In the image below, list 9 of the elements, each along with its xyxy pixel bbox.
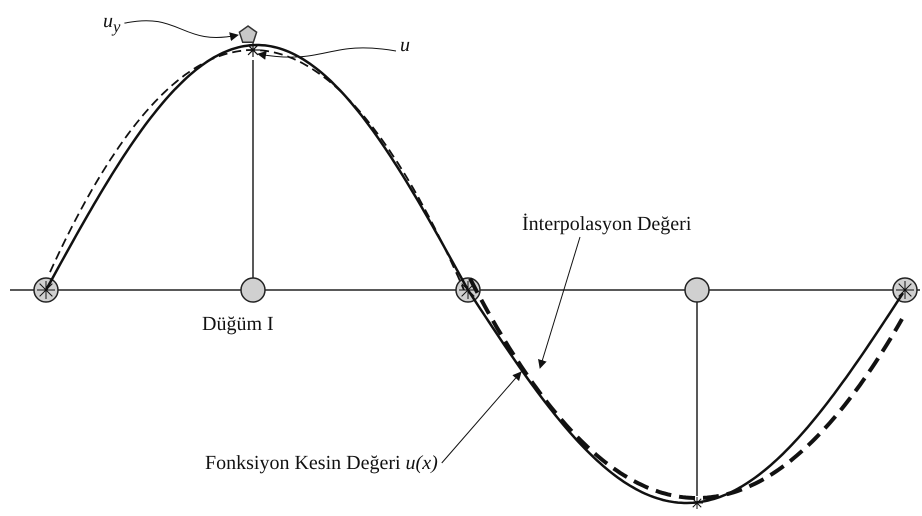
node-label: Düğüm I — [202, 313, 274, 335]
pentagon-marker — [238, 25, 258, 44]
leader-line — [538, 236, 580, 369]
callout-text: u$_{y}$ — [103, 10, 120, 36]
callout-text: u — [400, 34, 410, 56]
leader-line — [441, 371, 522, 464]
callout-text: Fonksiyon Kesin Değeri u(x) — [205, 452, 438, 474]
leader-line — [124, 20, 239, 41]
leader-line — [257, 47, 396, 60]
